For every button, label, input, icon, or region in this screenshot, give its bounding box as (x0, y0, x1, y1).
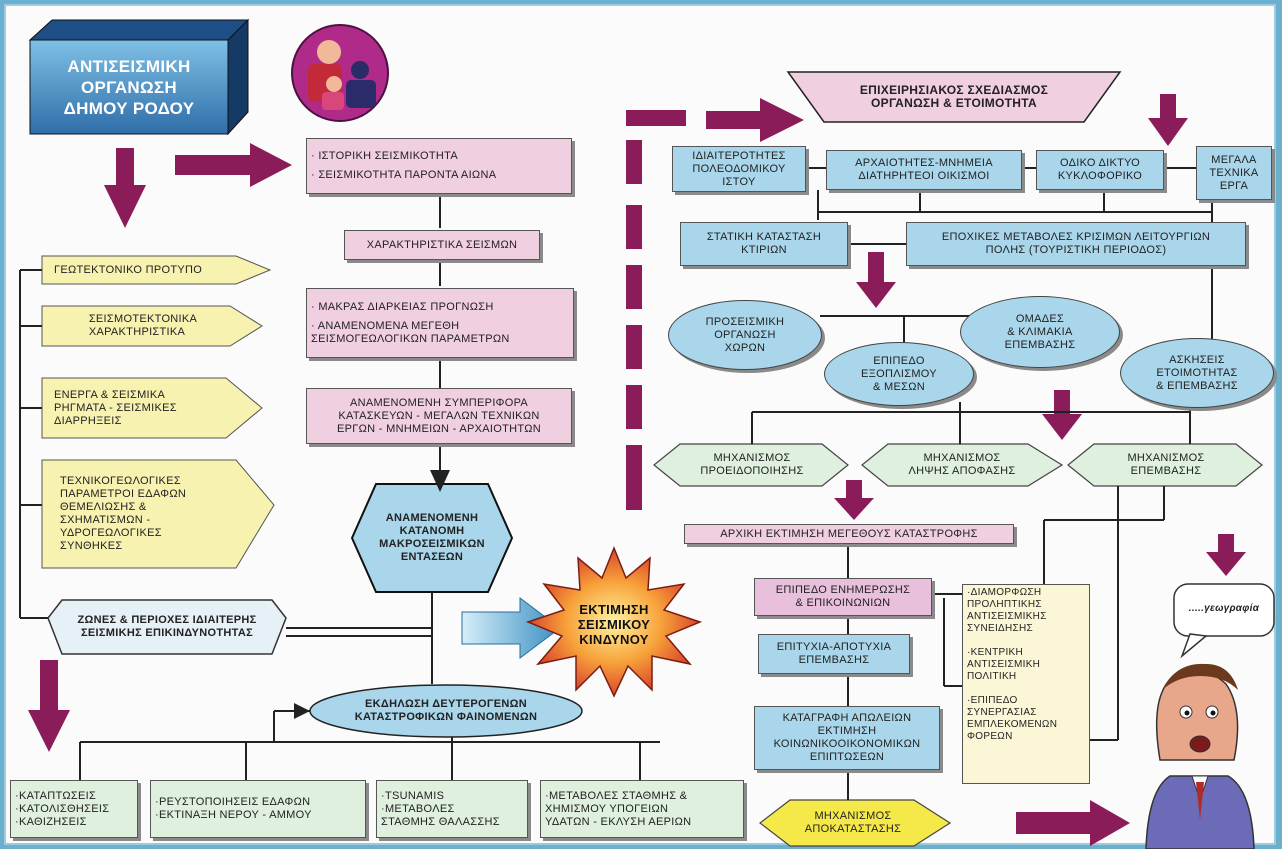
purple-arrows (28, 94, 1246, 846)
pentagon-3 (41, 377, 263, 439)
mech-2-shape (861, 443, 1064, 487)
mechanism-intervention: ΜΗΧΑΝΙΣΜΟΣ ΕΠΕΜΒΑΣΗΣ (1127, 452, 1205, 477)
history-item-1: · ΙΣΤΟΡΙΚΗ ΣΕΙΣΜΙΚΟΤΗΤΑ (311, 150, 458, 162)
left-item-4: ΤΕΧΝΙΚΟΓΕΩΛΟΓΙΚΕΣ ΠΑΡΑΜΕΤΡΟΙ ΕΔΑΦΩΝ ΘΕΜΕ… (60, 475, 187, 552)
arrowheads (294, 470, 450, 719)
top-box-monuments: ΑΡΧΑΙΟΤΗΤΕΣ-ΜΝΗΜΕΙΑ ΔΙΑΤΗΡΗΤΕΟΙ ΟΙΚΙΣΜΟΙ (826, 150, 1022, 190)
top-box-works: ΜΕΓΑΛΑ ΤΕΧΝΙΚΑ ΕΡΓΑ (1196, 146, 1272, 200)
policy-box: ·ΔΙΑΜΟΡΦΩΣΗ ΠΡΟΛΗΠΤΙΚΗΣ ΑΝΤΙΣΕΙΣΜΙΚΗΣ ΣΥ… (962, 584, 1090, 784)
secondary-text: ΕΚΔΗΛΩΣΗ ΔΕΥΤΕΡΟΓΕΝΩΝ ΚΑΤΑΣΤΡΟΦΙΚΩΝ ΦΑΙΝ… (354, 698, 538, 723)
risk-text: ΕΚΤΙΜΗΣΗ ΣΕΙΣΜΙΚΟΥ ΚΙΝΔΥΝΟΥ (577, 601, 651, 647)
seasonal-box: ΕΠΟΧΙΚΕΣ ΜΕΤΑΒΟΛΕΣ ΚΡΙΣΙΜΩΝ ΛΕΙΤΟΥΡΓΙΩΝ … (906, 222, 1246, 266)
pentagon-4 (41, 459, 275, 569)
distribution-hexagon (350, 483, 514, 593)
dash-h (626, 110, 686, 126)
success-box: ΕΠΙΤΥΧΙΑ-ΑΠΟΤΥΧΙΑ ΕΠΕΜΒΑΣΗΣ (758, 634, 910, 674)
arrow-to-ovals (856, 252, 896, 308)
history-item-2: · ΣΕΙΣΜΙΚΟΤΗΤΑ ΠΑΡΟΝΤΑ ΑΙΩΝΑ (311, 169, 497, 181)
arrow-to-risk (461, 597, 561, 659)
connector-lines (19, 167, 1213, 800)
arrow-to-initial (834, 480, 874, 520)
arrow-to-history (175, 143, 292, 187)
bottom-box-1: ·ΚΑΤΑΠΤΩΣΕΙΣ ·ΚΑΤΟΛΙΣΘΗΣΕΙΣ ·ΚΑΘΙΖΗΣΕΙΣ (10, 780, 138, 838)
arrow-to-mechanism (1042, 390, 1082, 440)
top-box-roads: ΟΔΙΚΟ ΔΙΚΤΥΟ ΚΥΚΛΟΦΟΡΙΚΟ (1036, 150, 1164, 190)
history-box: · ΙΣΤΟΡΙΚΗ ΣΕΙΣΜΙΚΟΤΗΤΑ · ΣΕΙΣΜΙΚΟΤΗΤΑ Π… (306, 138, 572, 194)
losses-box: ΚΑΤΑΓΡΑΦΗ ΑΠΩΛΕΙΩΝ ΕΚΤΙΜΗΣΗ ΚΟΙΝΩΝΙΚΟΟΙΚ… (754, 706, 940, 770)
distribution-text: ΑΝΑΜΕΝΟΜΕΝΗ ΚΑΤΑΝΟΜΗ ΜΑΚΡΟΣΕΙΣΜΙΚΩΝ ΕΝΤΑ… (379, 512, 485, 563)
dash-4 (626, 265, 642, 309)
person-illustration (1145, 663, 1255, 849)
arrow-header-right-down (1148, 94, 1188, 146)
arrow-left-down (28, 660, 70, 752)
family-icon (291, 24, 389, 122)
pentagon-2 (41, 305, 263, 347)
header-text: ΕΠΙΧΕΙΡΗΣΙΑΚΟΣ ΣΧΕΔΙΑΣΜΟΣ ΟΡΓΑΝΩΣΗ & ΕΤΟ… (859, 83, 1049, 110)
initial-box: ΑΡΧΙΚΗ ΕΚΤΙΜΗΣΗ ΜΕΓΕΘΟΥΣ ΚΑΤΑΣΤΡΟΦΗΣ (684, 524, 1014, 544)
top-box-urban: ΙΔΙΑΙΤΕΡΟΤΗΤΕΣ ΠΟΛΕΟΔΟΜΙΚΟΥ ΙΣΤΟΥ (672, 146, 806, 192)
dash-3 (626, 205, 642, 249)
forecast-item-2: · ΑΝΑΜΕΝΟΜΕΝΑ ΜΕΓΕΘΗ ΣΕΙΣΜΟΓΕΩΛΟΓΙΚΩΝ ΠΑ… (311, 319, 510, 345)
left-pentagons (41, 255, 275, 569)
arrow-to-person (1016, 800, 1130, 846)
mech-3-shape (1067, 443, 1263, 487)
static-box: ΣΤΑΤΙΚΗ ΚΑΤΑΣΤΑΣΗ ΚΤΙΡΙΩΝ (680, 222, 848, 266)
title-cube (28, 18, 250, 136)
mechanism-warning: ΜΗΧΑΝΙΣΜΟΣ ΠΡΟΕΙΔΟΠΟΙΗΣΗΣ (700, 452, 804, 477)
behavior-box: ΑΝΑΜΕΝΟΜΕΝΗ ΣΥΜΠΕΡΙΦΟΡΑ ΚΑΤΑΣΚΕΥΩΝ - ΜΕΓ… (306, 388, 572, 444)
forecast-box: · ΜΑΚΡΑΣ ΔΙΑΡΚΕΙΑΣ ΠΡΟΓΝΩΣΗ · ΑΝΑΜΕΝΟΜΕΝ… (306, 288, 574, 358)
mech-1-shape (653, 443, 849, 487)
header-trapezoid (786, 71, 1122, 123)
dash-2 (626, 140, 642, 184)
mechanism-shapes (653, 443, 1263, 487)
oval-exercises: ΑΣΚΗΣΕΙΣ ΕΤΟΙΜΟΤΗΤΑΣ & ΕΠΕΜΒΑΣΗΣ (1120, 338, 1274, 408)
info-box: ΕΠΙΠΕΔΟ ΕΝΗΜΕΡΩΣΗΣ & ΕΠΙΚΟΙΝΩΝΙΩΝ (754, 578, 932, 616)
restoration-shape (759, 799, 952, 847)
oval-equipment: ΕΠΙΠΕΔΟ ΕΞΟΠΛΙΣΜΟΥ & ΜΕΣΩΝ (824, 342, 974, 406)
dash-6 (626, 385, 642, 429)
bottom-box-2: ·ΡΕΥΣΤΟΠΟΙΗΣΕΙΣ ΕΔΑΦΩΝ ·ΕΚΤΙΝΑΞΗ ΝΕΡΟΥ -… (150, 780, 366, 838)
characteristics-box: ΧΑΡΑΚΤΗΡΙΣΤΙΚΑ ΣΕΙΣΜΩΝ (344, 230, 540, 260)
arrow-title-down (104, 148, 146, 228)
speech-bubble (1173, 583, 1275, 659)
oval-teams: ΟΜΑΔΕΣ & ΚΛΙΜΑΚΙΑ ΕΠΕΜΒΑΣΗΣ (960, 296, 1120, 368)
zones-text: ΖΩΝΕΣ & ΠΕΡΙΟΧΕΣ ΙΔΙΑΙΤΕΡΗΣ ΣΕΙΣΜΙΚΗΣ ΕΠ… (77, 614, 257, 639)
restoration-text: ΜΗΧΑΝΙΣΜΟΣ ΑΠΟΚΑΤΑΣΤΑΣΗΣ (804, 810, 902, 835)
oval-prep: ΠΡΟΣΕΙΣΜΙΚΗ ΟΡΓΑΝΩΣΗ ΧΩΡΩΝ (668, 300, 822, 370)
mechanism-decision: ΜΗΧΑΝΙΣΜΟΣ ΛΗΨΗΣ ΑΠΟΦΑΣΗΣ (908, 452, 1016, 477)
dash-8 (626, 470, 642, 510)
bottom-box-3: ·TSUNAMIS ·ΜΕΤΑΒΟΛΕΣ ΣΤΑΘΜΗΣ ΘΑΛΑΣΣΗΣ (376, 780, 528, 838)
left-item-1: ΓΕΩΤΕΚΤΟΝΙΚΟ ΠΡΟΤΥΠΟ (54, 263, 203, 276)
bottom-box-4: ·ΜΕΤΑΒΟΛΕΣ ΣΤΑΘΜΗΣ & ΧΗΜΙΣΜΟΥ ΥΠΟΓΕΙΩΝ Υ… (540, 780, 744, 838)
forecast-item-1: · ΜΑΚΡΑΣ ΔΙΑΡΚΕΙΑΣ ΠΡΟΓΝΩΣΗ (311, 300, 494, 313)
risk-burst (525, 545, 703, 698)
dash-5 (626, 325, 642, 369)
speech-text: .....γεωγραφία (1188, 602, 1260, 614)
title-text: ΑΝΤΙΣΕΙΣΜΙΚΗ ΟΡΓΑΝΩΣΗ ΔΗΜΟΥ ΡΟΔΟΥ (63, 56, 195, 118)
arrow-to-header (706, 98, 804, 142)
pentagon-1 (41, 255, 272, 285)
left-item-2: ΣΕΙΣΜΟΤΕΚΤΟΝΙΚΑ ΧΑΡΑΚΤΗΡΙΣΤΙΚΑ (88, 313, 198, 338)
arrow-right-down (1206, 534, 1246, 576)
left-item-3: ΕΝΕΡΓΑ & ΣΕΙΣΜΙΚΑ ΡΗΓΜΑΤΑ - ΣΕΙΣΜΙΚΕΣ ΔΙ… (54, 388, 177, 427)
